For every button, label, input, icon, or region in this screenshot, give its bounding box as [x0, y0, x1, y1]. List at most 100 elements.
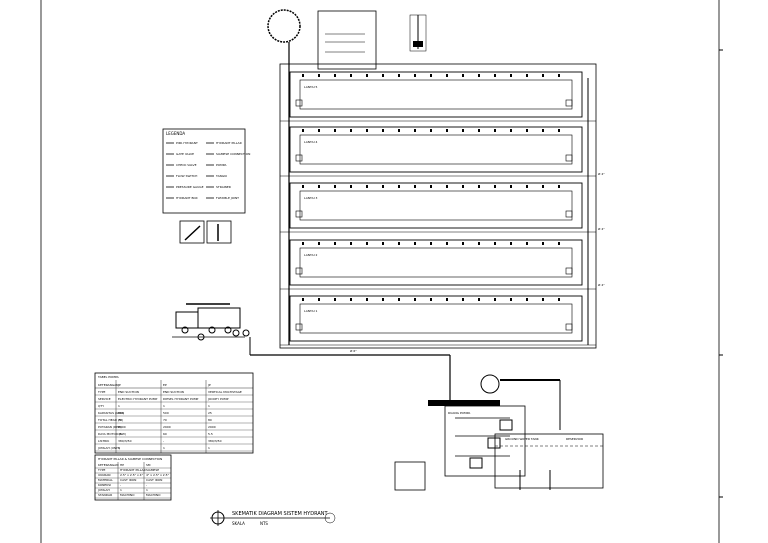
- pump-table-cell: 500: [163, 411, 169, 415]
- sprinkler-node: [302, 74, 304, 77]
- legend-item-label: SIAMESE CONNECTION: [216, 152, 250, 156]
- sprinkler-node: [478, 185, 480, 188]
- sprinkler-node: [430, 242, 432, 245]
- pump-table-cell: 1: [118, 404, 120, 408]
- riser-label: Ø 4": [598, 282, 605, 287]
- hydrant-box: [565, 210, 573, 218]
- sprinkler-node: [430, 129, 432, 132]
- pump-table-col-header: EP: [163, 383, 167, 387]
- sprinkler-node: [318, 298, 320, 301]
- scale-label: SKALA: [232, 521, 245, 526]
- pump-table-cell: 1: [118, 446, 120, 450]
- sprinkler-node: [446, 129, 448, 132]
- hydrant-table-cell: MATERIAL: [98, 478, 113, 482]
- pump-table-cell: TYPE: [97, 390, 105, 394]
- sprinkler-node: [542, 129, 544, 132]
- hydrant-box: [565, 99, 573, 107]
- sprinkler-node: [494, 242, 496, 245]
- hydrant-table-cell: HP: [120, 463, 124, 467]
- hydrant-table-cell: 1: [146, 488, 148, 492]
- pump-table-col-header: KETERANGAN: [98, 383, 118, 387]
- sprinkler-node: [494, 74, 496, 77]
- sprinkler-node: [350, 74, 352, 77]
- sprinkler-node: [398, 129, 400, 132]
- legend-item-label: HYDRANT PILLAR: [216, 141, 242, 145]
- hydrant-table-cell: 1: [120, 488, 122, 492]
- sprinkler-node: [462, 242, 464, 245]
- hydrant-table-cell: MACHINO: [120, 493, 135, 497]
- sprinkler-node: [350, 129, 352, 132]
- riser-label: Ø 4": [598, 226, 605, 231]
- building-outline: [279, 63, 597, 349]
- sprinkler-node: [430, 298, 432, 301]
- pump-table-cell: 2900: [118, 425, 126, 429]
- hydrant-table-cell: CAST IRON: [146, 478, 162, 482]
- pump-table-cell: JOCKEY PUMP: [207, 397, 229, 401]
- hydrant-table-cell: CAST IRON: [120, 478, 136, 482]
- sprinkler-node: [334, 242, 336, 245]
- sprinkler-node: [494, 129, 496, 132]
- sprinkler-node: [382, 74, 384, 77]
- pump-table-cell: 70: [163, 418, 167, 422]
- pump-table-cell: DAYA MOTOR (KW): [98, 432, 126, 436]
- sprinkler-node: [494, 298, 496, 301]
- hydrant-box: [565, 323, 573, 331]
- sprinkler-node: [462, 74, 464, 77]
- legend-header: LEGENDA: [166, 131, 185, 136]
- pump-table-cell: 60: [163, 432, 167, 436]
- pump-table-cell: PUTARAN (RPM): [98, 425, 122, 429]
- sprinkler-node: [302, 298, 304, 301]
- floor-label: LANTAI 3: [304, 196, 318, 200]
- floor-label: LANTAI 1: [304, 309, 318, 313]
- pump-table-cell: VERTICAL MULTISTAGE: [208, 390, 242, 394]
- legend-item-label: CHECK VALVE: [176, 163, 197, 167]
- hydrant-table-cell: 4" x 2.5" x 2.5": [146, 473, 170, 477]
- sprinkler-node: [542, 298, 544, 301]
- sprinkler-node: [366, 129, 368, 132]
- floor-block: LANTAI 3: [280, 182, 596, 233]
- hydrant-table-cell: JUMLAH: [97, 488, 110, 492]
- sprinkler-node: [542, 74, 544, 77]
- pump-table-cell: 80: [208, 418, 212, 422]
- sprinkler-node: [398, 185, 400, 188]
- sprinkler-node: [510, 242, 512, 245]
- sprinkler-node: [558, 74, 560, 77]
- sprinkler-node: [414, 129, 416, 132]
- pump-table-col-header: JP: [117, 383, 121, 387]
- sprinkler-node: [494, 185, 496, 188]
- hydrant-table: HYDRANT PILLAR & SIAMESE CONNECTION KETE…: [94, 454, 172, 501]
- sprinkler-node: [334, 185, 336, 188]
- sprinkler-node: [510, 298, 512, 301]
- sprinkler-node: [414, 74, 416, 77]
- pump-table-cell: 70: [118, 418, 122, 422]
- pump-table-cell: 1: [163, 404, 165, 408]
- hydrant-box: [295, 210, 303, 218]
- sprinkler-node: [414, 298, 416, 301]
- pump-table-col-header: JP: [207, 383, 211, 387]
- sprinkler-node: [414, 242, 416, 245]
- hydrant-table-cell: HYDRANT PILLAR: [120, 468, 146, 472]
- sprinkler-node: [462, 185, 464, 188]
- sprinkler-node: [366, 185, 368, 188]
- roof-detail-box: [317, 10, 377, 70]
- sprinkler-node: [542, 185, 544, 188]
- pump-table-cell: JUMLAH (UNIT): [97, 446, 120, 450]
- sprinkler-node: [366, 74, 368, 77]
- hydrant-table-cell: KETERANGAN: [98, 463, 118, 467]
- hydrant-box: [295, 323, 303, 331]
- sprinkler-node: [510, 74, 512, 77]
- pump-table-cell: 1: [163, 446, 165, 450]
- sprinkler-node: [526, 242, 528, 245]
- legend-item-label: FLOW SWITCH: [176, 174, 197, 178]
